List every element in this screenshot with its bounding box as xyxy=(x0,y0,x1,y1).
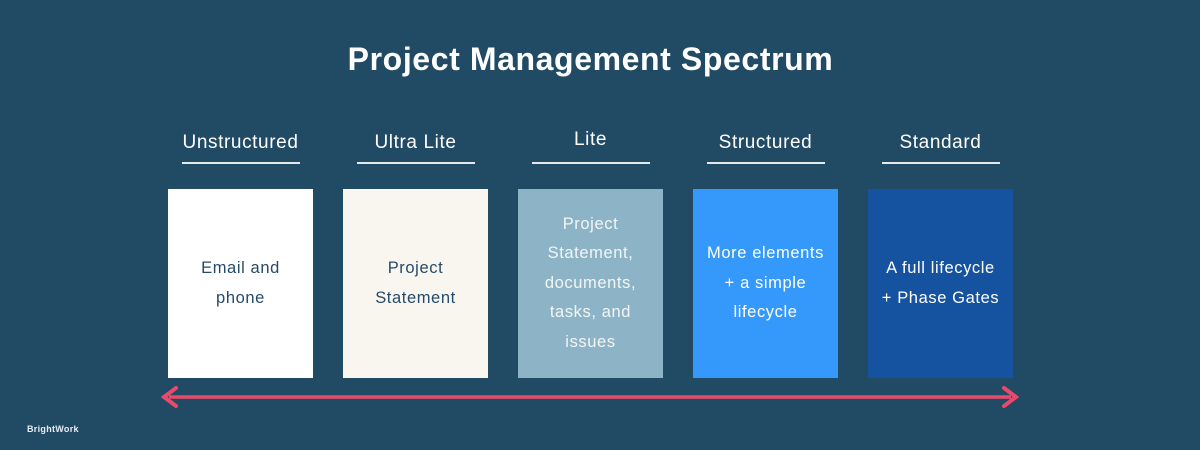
column-structured: Structured More elements + a simple life… xyxy=(693,128,838,378)
page-title: Project Management Spectrum xyxy=(347,41,834,77)
column-label: Ultra Lite xyxy=(374,132,457,153)
card-lite: Project Statement, documents, tasks, and… xyxy=(518,189,663,378)
card-text: Project Statement xyxy=(375,259,456,307)
column-header: Unstructured xyxy=(168,131,313,189)
column-underline xyxy=(356,162,475,164)
column-header: Lite xyxy=(518,129,663,189)
column-lite: Lite Project Statement, documents, tasks… xyxy=(518,128,663,378)
column-header: Standard xyxy=(868,131,1013,189)
card-text: Email and phone xyxy=(201,259,280,307)
card-ultra-lite: Project Statement xyxy=(343,189,488,378)
brightwork-logo: BrightWork xyxy=(27,424,79,434)
column-standard: Standard A full lifecycle + Phase Gates xyxy=(868,128,1013,378)
card-standard: A full lifecycle + Phase Gates xyxy=(868,189,1013,378)
card-unstructured: Email and phone xyxy=(168,189,313,378)
column-underline xyxy=(881,162,1000,164)
column-ultra-lite: Ultra Lite Project Statement xyxy=(343,128,488,378)
column-underline xyxy=(706,162,825,164)
column-underline xyxy=(531,162,650,164)
column-label: Unstructured xyxy=(182,132,299,153)
column-label: Structured xyxy=(718,132,813,153)
card-text: Project Statement, documents, tasks, and… xyxy=(544,214,637,351)
card-text: More elements + a simple lifecycle xyxy=(707,244,824,322)
column-underline xyxy=(181,162,300,164)
card-text: A full lifecycle + Phase Gates xyxy=(881,259,1000,307)
card-structured: More elements + a simple lifecycle xyxy=(693,189,838,378)
column-unstructured: Unstructured Email and phone xyxy=(168,128,313,378)
column-header: Ultra Lite xyxy=(343,131,488,189)
spectrum-columns: Unstructured Email and phone Ultra Lite … xyxy=(168,128,1013,378)
double-arrow-icon xyxy=(160,386,1020,408)
column-label: Lite xyxy=(573,129,608,150)
column-label: Standard xyxy=(899,132,982,153)
column-header: Structured xyxy=(693,131,838,189)
